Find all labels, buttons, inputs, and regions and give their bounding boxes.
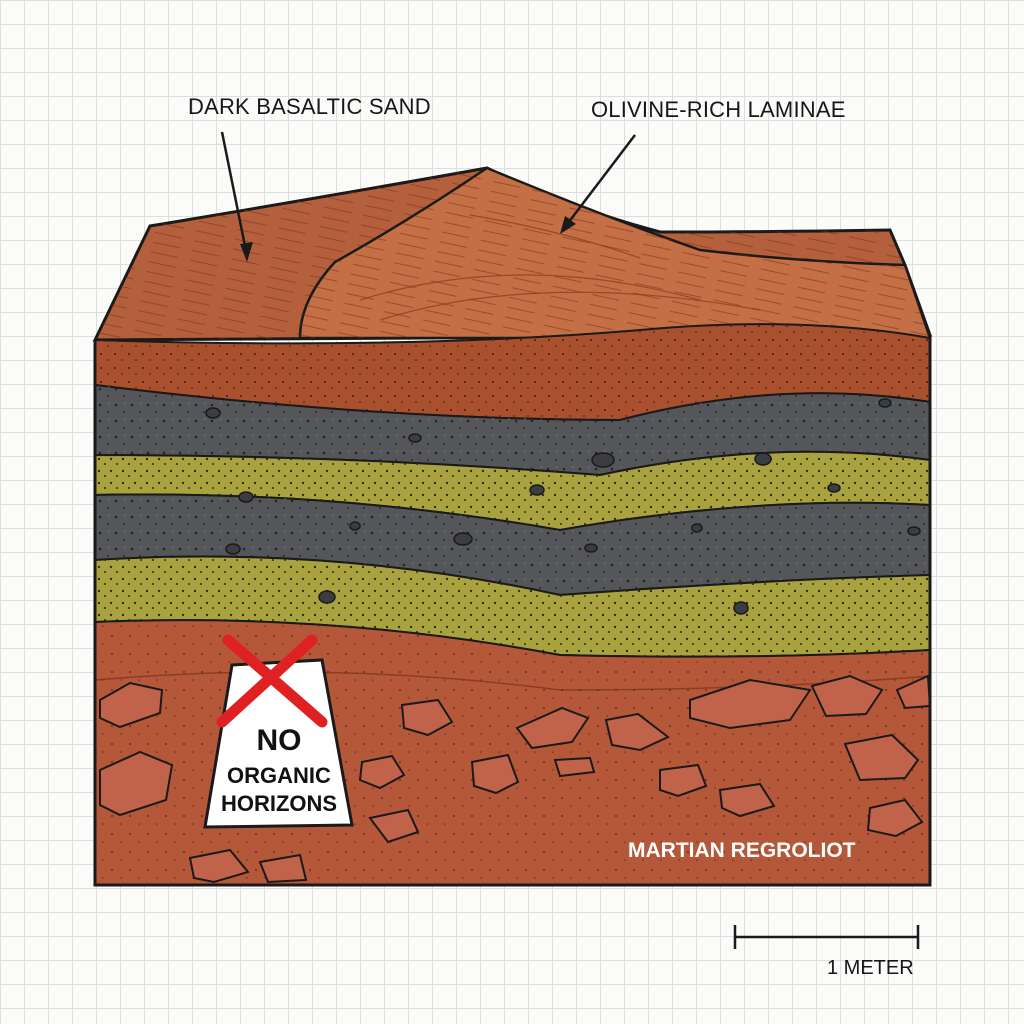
basalt-pebbles [205, 398, 921, 615]
sign-line-horizons: HORIZONS [221, 791, 337, 816]
callout-dark-basaltic-sand: DARK BASALTIC SAND [188, 94, 431, 262]
scale-bar-label: 1 METER [827, 957, 914, 979]
sign-line-organic: ORGANIC [227, 763, 331, 788]
sign-line-no: NO [257, 724, 302, 757]
label-martian-regolith: MARTIAN REGROLIOT [628, 839, 856, 862]
label-olivine-rich-laminae: OLIVINE-RICH LAMINAE [591, 97, 846, 122]
label-dark-basaltic-sand: DARK BASALTIC SAND [188, 94, 431, 119]
regolith-rocks [99, 674, 932, 884]
block-outline [93, 335, 932, 887]
dune-surface [92, 166, 933, 342]
no-organic-horizons-sign: NO ORGANIC HORIZONS [203, 634, 354, 829]
red-x-cross-icon [216, 634, 328, 728]
callout-olivine-rich-laminae: OLIVINE-RICH LAMINAE [560, 97, 846, 234]
layer-basalt-upper [94, 383, 931, 477]
scale-bar: 1 METER [733, 925, 920, 979]
layer-red-sand [94, 323, 931, 422]
